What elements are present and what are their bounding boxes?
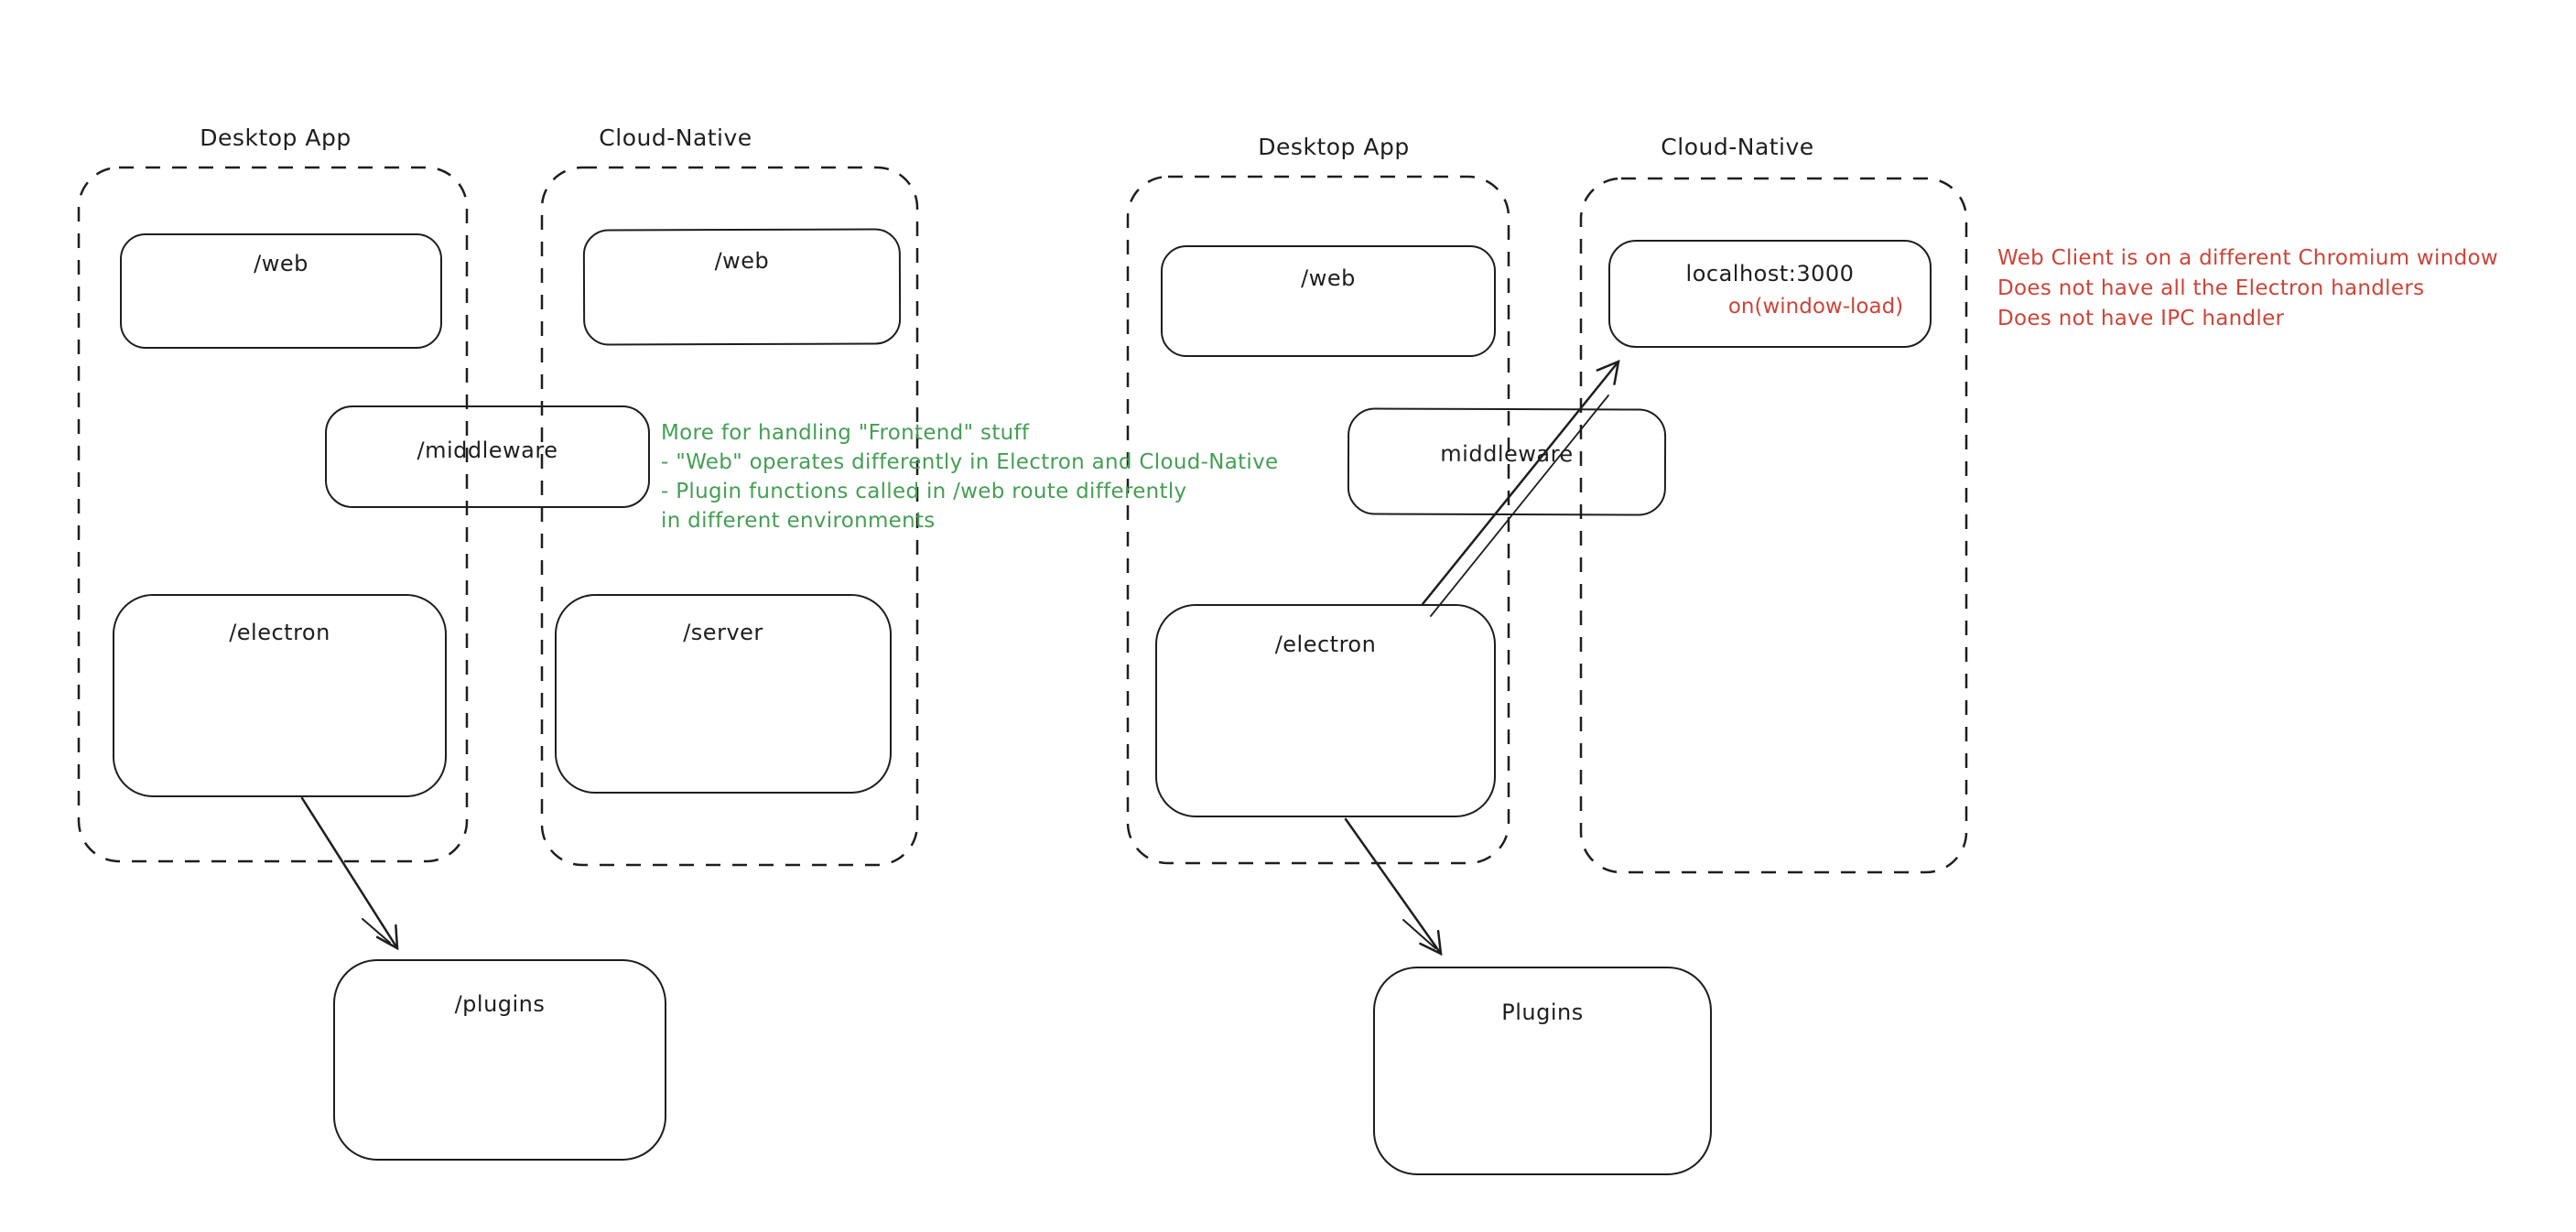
right-electron-box[interactable]: /electron: [1155, 604, 1496, 817]
red-note-line-1: Web Client is on a different Chromium wi…: [1997, 246, 2498, 270]
left-cloud-native-container[interactable]: [540, 166, 919, 867]
left-middleware-box[interactable]: /middleware: [325, 405, 650, 508]
right-plugins-label: Plugins: [1501, 1000, 1584, 1025]
right-window-load-label: on(window-load): [1727, 295, 1904, 319]
left-cloud-native-title[interactable]: Cloud-Native: [599, 124, 752, 151]
right-middleware-label: middleware: [1440, 440, 1574, 468]
right-web-label: /web: [1301, 265, 1356, 291]
green-note-line-1: More for handling "Frontend" stuff: [661, 421, 1030, 445]
left-electron-box[interactable]: /electron: [113, 594, 447, 797]
right-localhost-label: localhost:3000: [1685, 261, 1855, 286]
right-desktop-app-title[interactable]: Desktop App: [1258, 134, 1410, 160]
right-web-box[interactable]: /web: [1161, 245, 1496, 357]
left-web-cloud-box[interactable]: /web: [582, 228, 902, 346]
left-plugins-label: /plugins: [454, 991, 546, 1017]
left-desktop-app-container[interactable]: [77, 166, 469, 863]
right-plugins-box[interactable]: Plugins: [1373, 967, 1712, 1175]
left-desktop-app-title[interactable]: Desktop App: [200, 124, 352, 151]
right-localhost-box[interactable]: localhost:3000 on(window-load): [1608, 240, 1932, 348]
left-web-desktop-box[interactable]: /web: [120, 233, 442, 349]
left-server-label: /server: [683, 620, 763, 645]
red-note-line-2: Does not have all the Electron handlers: [1997, 276, 2425, 300]
left-web-cloud-label: /web: [714, 247, 770, 275]
left-web-desktop-label: /web: [254, 251, 308, 276]
left-electron-label: /electron: [229, 620, 330, 645]
right-middleware-box[interactable]: middleware: [1347, 407, 1667, 516]
red-note-line-3: Does not have IPC handler: [1997, 307, 2285, 330]
left-server-box[interactable]: /server: [555, 594, 892, 794]
web-client-red-note[interactable]: Web Client is on a different Chromium wi…: [1997, 243, 2498, 334]
left-middleware-label: /middleware: [417, 438, 558, 463]
right-electron-label: /electron: [1274, 632, 1377, 657]
right-cloud-native-container[interactable]: [1579, 177, 1968, 874]
left-plugins-box[interactable]: /plugins: [333, 959, 666, 1161]
green-note-line-4: in different environments: [661, 509, 936, 533]
green-note-line-3: - Plugin functions called in /web route …: [661, 480, 1187, 503]
right-cloud-native-title[interactable]: Cloud-Native: [1661, 134, 1814, 160]
green-note-line-2: - "Web" operates differently in Electron…: [661, 450, 1279, 474]
middleware-green-note[interactable]: More for handling "Frontend" stuff - "We…: [661, 418, 1278, 535]
